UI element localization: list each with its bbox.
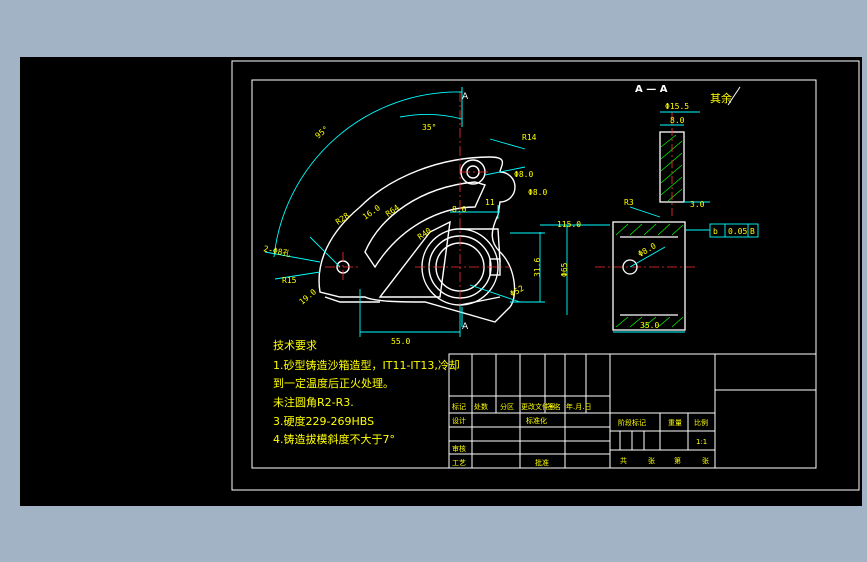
dim-angle-outer: 95°	[314, 124, 331, 140]
dim-angle-inner: 35°	[422, 123, 436, 132]
main-view	[318, 156, 516, 323]
dim-316: 31.6	[533, 258, 542, 277]
dim-phi80: Φ8.0	[637, 241, 658, 259]
dim-phi52: Φ52	[509, 284, 526, 299]
hub-boss	[459, 228, 501, 306]
tb-sheet2: 张	[702, 456, 709, 465]
tb-total: 共	[620, 456, 627, 465]
dimension-lines	[264, 91, 610, 337]
tb-std: 标准化	[526, 416, 547, 425]
section-title: A — A	[635, 84, 668, 95]
notes-line-2: 到一定温度后正火处理。	[273, 376, 394, 390]
outer-frame	[231, 60, 860, 491]
tb-weight: 重量	[668, 419, 682, 427]
dim-side-30: 3.0	[690, 200, 705, 209]
tb-no: 第	[674, 456, 681, 465]
tb-process: 工艺	[452, 459, 466, 467]
dim-dia8b: Φ8.0	[528, 188, 547, 197]
lever-triangle-web	[378, 220, 451, 298]
tb-sheet: 张	[648, 456, 655, 465]
section-pin-hole	[622, 259, 638, 275]
tb-check: 审核	[452, 444, 466, 453]
tb-design: 设计	[452, 416, 466, 425]
dim-hole-2x8: 2-Φ8孔	[263, 244, 292, 258]
tb-scale: 比例	[694, 418, 708, 427]
dim-1150: 115.0	[557, 220, 581, 229]
dim-phi65: Φ65	[560, 262, 569, 277]
tolerance-symbol: b	[713, 227, 718, 236]
dim-width11: 11	[485, 198, 495, 207]
tb-zone: 分区	[500, 402, 514, 411]
dimension-texts: 95° 35° R14 Φ8.0 Φ8.0 11 8.0 R28 16.0 R6…	[263, 123, 582, 346]
remaining-roughness: 其余	[710, 91, 732, 105]
dim-80: 8.0	[452, 205, 467, 214]
section-dim-lines	[613, 111, 759, 333]
tb-count: 处数	[474, 402, 488, 411]
notes-line-5: 4.铸造拔模斜度不大于7°	[273, 432, 395, 446]
tolerance-datum: B	[750, 227, 755, 236]
section-view	[612, 131, 686, 331]
tb-sign: 签名	[547, 402, 561, 411]
tolerance-value: 0.05	[728, 227, 747, 236]
technical-notes: 技术要求 1.砂型铸造沙箱造型，IT11-IT13,冷却 到一定温度后正火处理。…	[273, 339, 460, 446]
tb-date: 年.月.日	[566, 402, 591, 411]
title-block	[448, 353, 817, 469]
lever-outline	[318, 156, 516, 323]
dim-190: 19.0	[298, 287, 319, 306]
tb-approve: 批准	[535, 458, 549, 467]
lever-inner-rib	[364, 181, 486, 269]
dim-r15: R15	[282, 276, 297, 285]
dim-r64: R64	[384, 203, 401, 219]
tb-doc: 更改文件号	[521, 402, 556, 411]
dim-550: 55.0	[391, 337, 410, 346]
dim-160: 16.0	[361, 203, 382, 222]
section-label-a-bottom: A	[462, 322, 469, 332]
notes-line-4: 3.硬度229-269HBS	[273, 414, 374, 428]
notes-title: 技术要求	[273, 339, 317, 352]
notes-line-1: 1.砂型铸造沙箱造型，IT11-IT13,冷却	[273, 358, 460, 372]
drawing-canvas: A A 95° 35° R14 Φ8.0 Φ8.0 11 8.0 R28 16.…	[20, 57, 862, 506]
tb-scale-value: 1:1	[696, 438, 707, 446]
dim-dia8: Φ8.0	[514, 170, 533, 179]
section-hub	[612, 221, 686, 331]
dim-350: 35.0	[640, 321, 659, 330]
notes-line-3: 未注圆角R2-R3.	[273, 395, 354, 409]
section-dim-texts: Φ15.5 8.0 R3 3.0 Φ8.0 35.0 b 0.05 B	[624, 102, 755, 330]
centerlines	[325, 92, 695, 322]
tb-stage: 阶段标记	[618, 418, 646, 427]
cad-drawing: A A 95° 35° R14 Φ8.0 Φ8.0 11 8.0 R28 16.…	[231, 60, 860, 491]
dim-r3: R3	[624, 198, 634, 207]
title-block-labels: 标记 处数 分区 更改文件号 签名 年.月.日 设计 标准化 审核 工艺 批准 …	[452, 402, 709, 467]
tolerance-frame	[709, 223, 759, 238]
tb-mark: 标记	[452, 402, 466, 411]
lever-bottom-edge	[324, 296, 380, 303]
section-hatching	[615, 134, 684, 328]
roughness-symbol	[727, 86, 741, 106]
dim-side-80: 8.0	[670, 116, 685, 125]
dim-r14: R14	[522, 133, 537, 142]
dim-phi155: Φ15.5	[665, 102, 689, 111]
section-label-a-top: A	[462, 92, 469, 102]
